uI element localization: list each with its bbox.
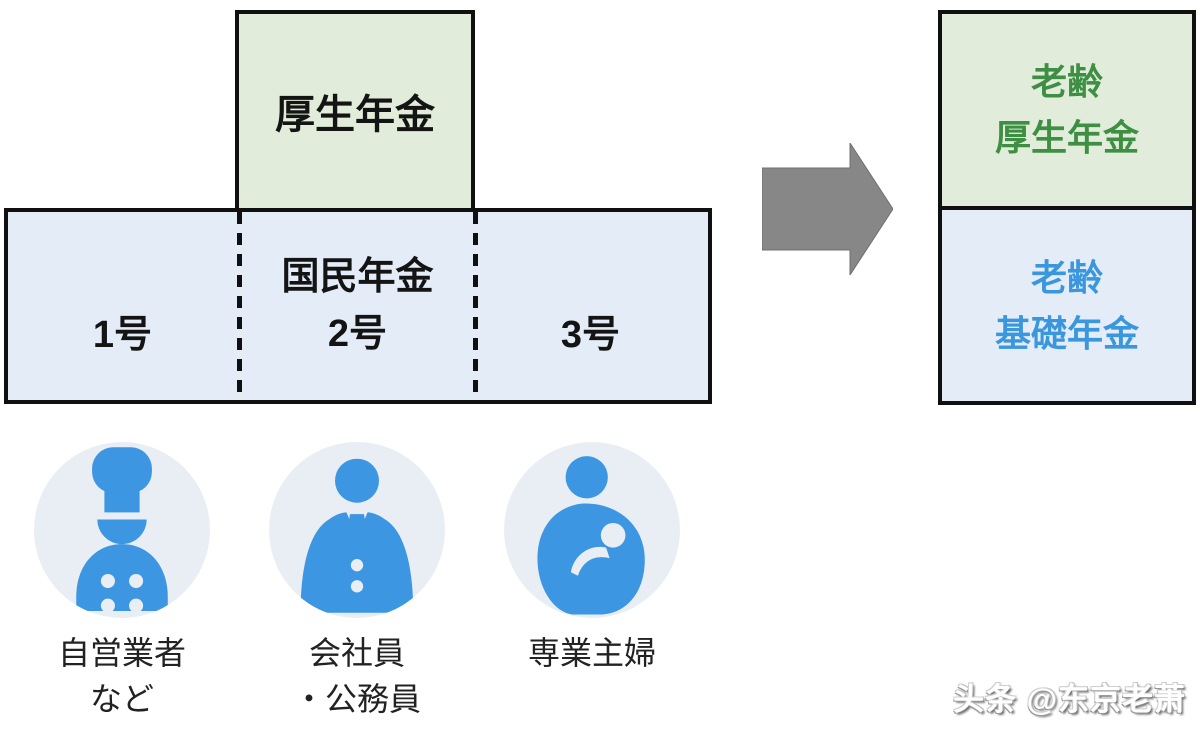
kosei-nenkin-label: 厚生年金 (275, 93, 435, 137)
office-worker-icon (300, 458, 414, 613)
mother-icon (537, 456, 645, 615)
dotted-divider-left (237, 212, 242, 400)
person-circle (34, 442, 210, 618)
rorei-kiso-line2: 基礎年金 (994, 312, 1139, 354)
kokumin-nenkin-box: 1号 国民年金 2号 3号 (4, 208, 712, 404)
rorei-kosei-nenkin-box: 老齢 厚生年金 (938, 10, 1196, 210)
rorei-kiso-line1: 老齢 (1030, 256, 1103, 298)
person-housewife: 専業主婦 (472, 442, 712, 676)
kokumin-nenkin-title: 国民年金 (281, 256, 434, 298)
section-3-label: 3号 (560, 313, 621, 356)
person-label-line1: 自営業者 (57, 635, 186, 671)
section-1-label: 1号 (92, 313, 153, 356)
section-3: 3号 (473, 212, 708, 400)
rorei-kosei-line1: 老齢 (1030, 61, 1103, 103)
person-label-line1: 専業主婦 (527, 635, 656, 671)
person-employee: 会社員 ・公務員 (237, 442, 477, 723)
person-self-employed: 自営業者 など (2, 442, 242, 723)
person-circle (269, 442, 445, 618)
chef-icon (76, 447, 168, 613)
person-label: 専業主婦 (472, 630, 712, 676)
person-label: 自営業者 など (2, 630, 242, 723)
person-label: 会社員 ・公務員 (237, 630, 477, 723)
section-2: 国民年金 2号 (242, 212, 473, 400)
person-circle (504, 442, 680, 618)
section-1: 1号 (8, 212, 237, 400)
right-arrow-icon (762, 143, 893, 275)
kosei-nenkin-box: 厚生年金 (235, 10, 475, 212)
watermark: 头条 @东京老萧 (953, 682, 1186, 717)
dotted-divider-right (473, 212, 478, 400)
person-label-line2: など (89, 681, 154, 718)
rorei-kosei-line2: 厚生年金 (994, 117, 1139, 158)
person-label-line1: 会社員 (308, 635, 405, 671)
rorei-kiso-nenkin-box: 老齢 基礎年金 (938, 206, 1196, 405)
section-2-label: 2号 (327, 313, 388, 355)
person-label-line2: ・公務員 (292, 681, 421, 718)
